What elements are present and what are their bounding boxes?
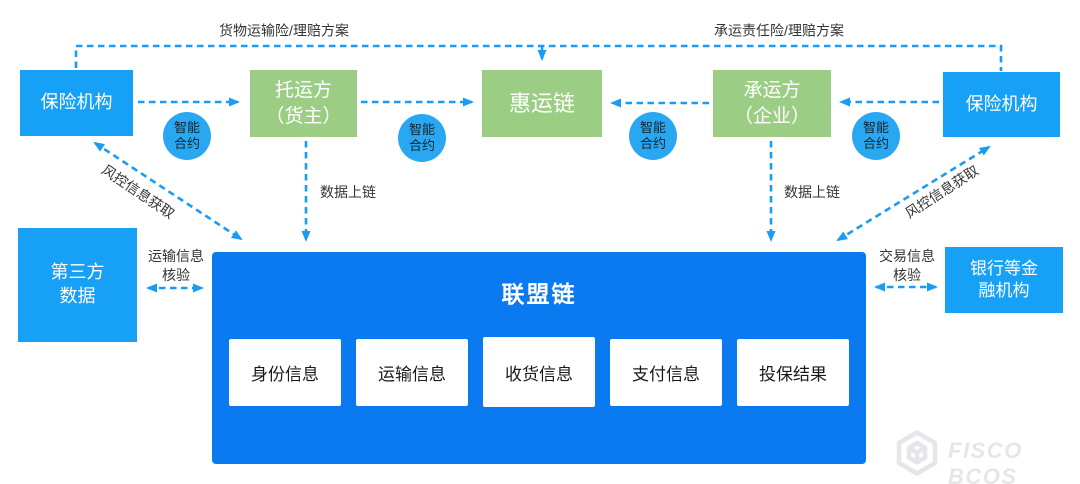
node-shipper-line2: （货主） bbox=[265, 105, 342, 127]
node-bank: 银行等金 融机构 bbox=[945, 247, 1063, 313]
node-third-party-line1: 第三方 bbox=[50, 262, 105, 283]
fisco-bcos-wordmark: FISCO BCOS bbox=[948, 438, 1023, 484]
node-insurance-right-label: 保险机构 bbox=[965, 93, 1038, 114]
node-insurance-left: 保险机构 bbox=[20, 70, 133, 136]
node-consortium-chain: 联盟链 身份信息 运输信息 收货信息 支付信息 投保结果 bbox=[212, 252, 866, 464]
chain-block-receipt: 收货信息 bbox=[483, 337, 595, 407]
chain-block-insurance-result: 投保结果 bbox=[737, 339, 849, 406]
smart-contract-badge-2: 智能 合约 bbox=[398, 114, 446, 162]
label-risk-info-left: 风控信息获取 bbox=[98, 161, 178, 222]
label-transaction-verify: 交易信息 核验 bbox=[879, 247, 935, 285]
top-rail-line bbox=[74, 44, 1003, 71]
smart-contract-4-line2: 合约 bbox=[862, 136, 889, 151]
label-data-onchain-right: 数据上链 bbox=[784, 184, 840, 200]
smart-contract-badge-1: 智能 合约 bbox=[163, 112, 211, 160]
chain-block-transport: 运输信息 bbox=[356, 339, 468, 406]
label-cargo-insurance-flow: 货物运输险/理赔方案 bbox=[219, 22, 349, 39]
label-data-onchain-left: 数据上链 bbox=[320, 184, 376, 200]
label-transport-verify-line2: 核验 bbox=[162, 267, 190, 283]
smart-contract-badge-3: 智能 合约 bbox=[629, 112, 677, 160]
node-carrier: 承运方 （企业） bbox=[713, 70, 831, 137]
smart-contract-badge-4: 智能 合约 bbox=[852, 112, 900, 160]
node-shipper: 托运方 （货主） bbox=[250, 70, 357, 137]
node-bank-line1: 银行等金 bbox=[970, 258, 1038, 278]
edge-risk-info-left bbox=[93, 141, 243, 241]
consortium-chain-title: 联盟链 bbox=[501, 281, 577, 307]
label-risk-info-right: 风控信息获取 bbox=[902, 162, 982, 222]
edge-risk-info-right bbox=[836, 145, 991, 242]
label-transport-verify-line1: 运输信息 bbox=[148, 248, 204, 265]
label-transport-verify: 运输信息 核验 bbox=[148, 247, 204, 285]
label-transaction-verify-line1: 交易信息 bbox=[879, 248, 935, 265]
node-carrier-line2: （企业） bbox=[733, 105, 810, 127]
smart-contract-2-line2: 合约 bbox=[408, 138, 435, 153]
node-insurance-left-label: 保险机构 bbox=[40, 92, 113, 113]
node-insurance-right: 保险机构 bbox=[943, 72, 1060, 137]
smart-contract-1-line1: 智能 bbox=[173, 120, 200, 136]
node-third-party-line2: 数据 bbox=[59, 286, 96, 306]
smart-contract-4-line1: 智能 bbox=[862, 120, 889, 136]
smart-contract-2-line1: 智能 bbox=[408, 122, 435, 138]
node-shipper-line1: 托运方 bbox=[274, 80, 332, 102]
node-third-party-data: 第三方 数据 bbox=[18, 228, 137, 342]
node-huiyunlian-label: 惠运链 bbox=[508, 90, 575, 116]
node-huiyunlian: 惠运链 bbox=[482, 70, 602, 137]
node-bank-line2: 融机构 bbox=[978, 281, 1030, 300]
fisco-bcos-logo-icon bbox=[896, 430, 938, 476]
label-carrier-liability-flow: 承运责任险/理赔方案 bbox=[714, 22, 844, 39]
chain-block-payment: 支付信息 bbox=[610, 339, 722, 406]
chain-block-identity: 身份信息 bbox=[229, 339, 341, 406]
smart-contract-1-line2: 合约 bbox=[173, 136, 200, 151]
smart-contract-3-line2: 合约 bbox=[639, 136, 666, 151]
label-transaction-verify-line2: 核验 bbox=[893, 267, 921, 283]
smart-contract-3-line1: 智能 bbox=[639, 120, 666, 136]
node-carrier-line1: 承运方 bbox=[743, 80, 801, 102]
